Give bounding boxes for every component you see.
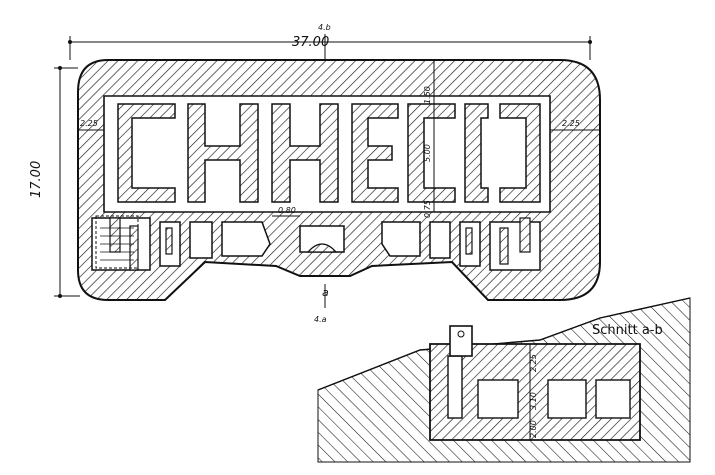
section-view: 2.25 3.10 2.00 Schnitt a-b bbox=[317, 297, 691, 463]
dim-length bbox=[68, 36, 592, 60]
room-depth-label: 5.00 bbox=[423, 144, 432, 162]
wall-right-label: 2.25 bbox=[562, 119, 580, 128]
section-room-2 bbox=[547, 379, 587, 419]
stair-box bbox=[95, 215, 139, 269]
section-mark-top: 4.b bbox=[318, 23, 331, 32]
passage-label: 0.80 bbox=[278, 206, 296, 215]
floor-thickness-label: 2.00 bbox=[529, 420, 538, 438]
overall-length-label: 37.00 bbox=[292, 35, 329, 50]
wall-front-label: 1.50 bbox=[423, 86, 432, 104]
wall-left-label: 2.25 bbox=[80, 119, 98, 128]
section-mark-bottom: 4.a bbox=[314, 315, 327, 324]
stair-steps bbox=[100, 227, 134, 261]
section-shaft bbox=[447, 355, 463, 419]
inner-wall-label: 0.75 bbox=[423, 200, 432, 218]
section-title: Schnitt a-b bbox=[592, 323, 663, 338]
cupola bbox=[449, 325, 473, 357]
roof-thickness-label: 2.25 bbox=[529, 354, 538, 372]
section-room-1 bbox=[477, 379, 519, 419]
section-room-3 bbox=[595, 379, 631, 419]
dim-width bbox=[54, 66, 80, 298]
plan-view: 37.00 4.b 17.00 2.25 2.25 1.50 5.00 0.75… bbox=[29, 23, 601, 324]
front-cut-line bbox=[164, 261, 489, 301]
cut-a-label: a bbox=[322, 286, 329, 299]
lower-wall-teeth bbox=[109, 217, 531, 271]
room-height-label: 3.10 bbox=[529, 392, 538, 410]
overall-width-label: 17.00 bbox=[29, 161, 44, 198]
room-walls bbox=[117, 103, 541, 203]
